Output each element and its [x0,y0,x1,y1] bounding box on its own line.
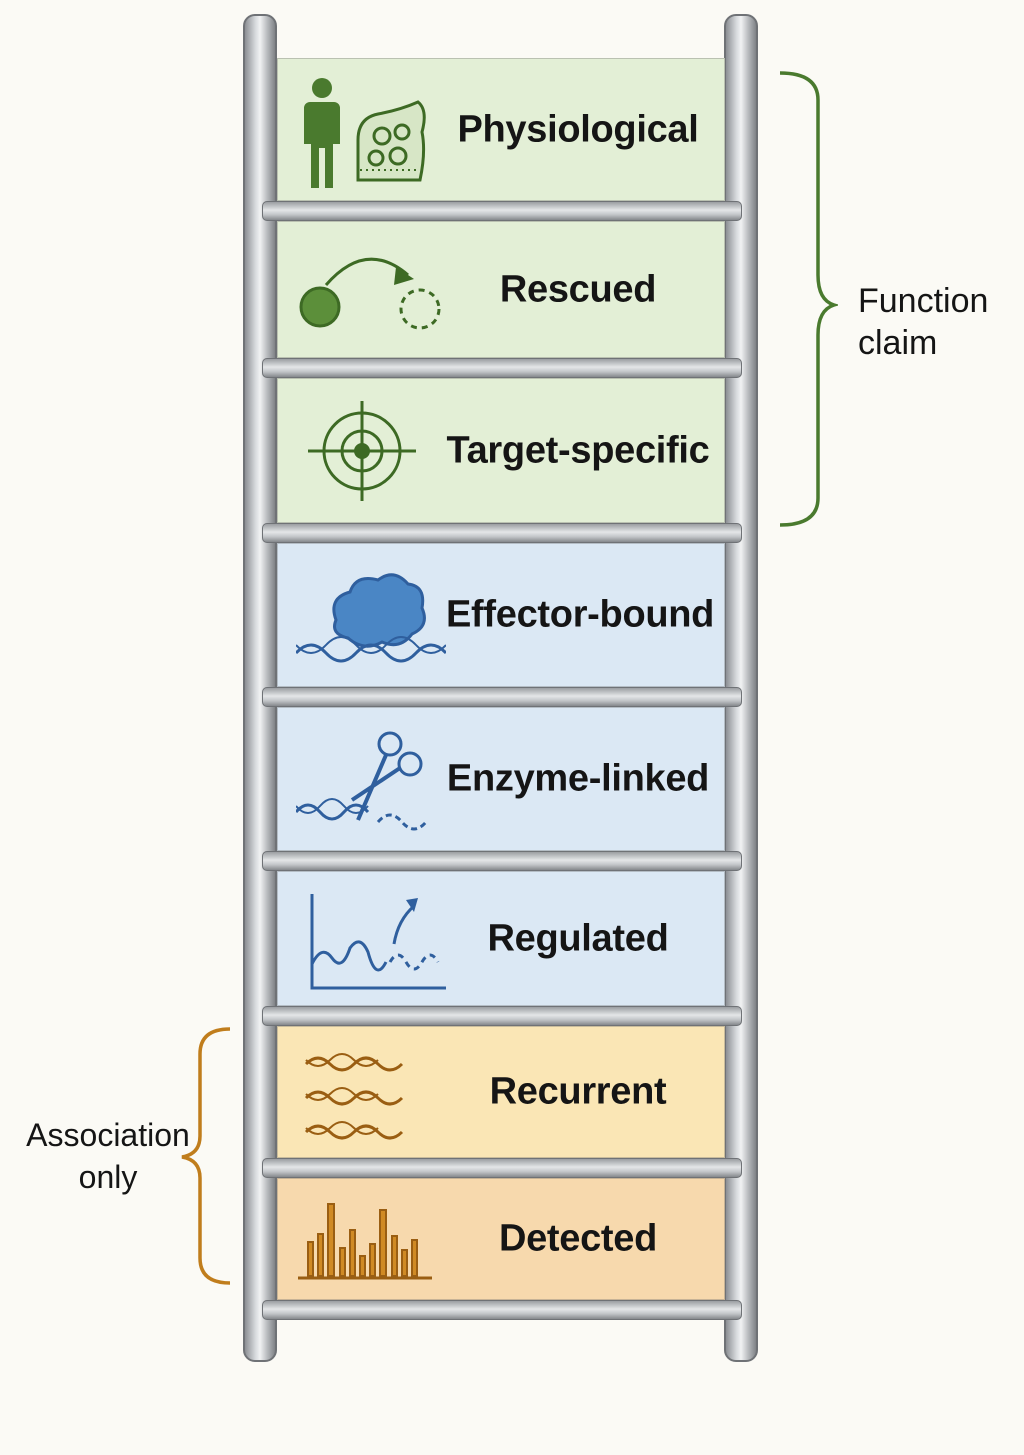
association-only-bracket [181,1027,231,1285]
function-claim-bracket [779,71,838,527]
person-tissue-icon [304,77,426,188]
level-recurrent: Recurrent [277,1026,725,1158]
level-effector-bound: Effector-bound [277,543,725,687]
function-claim-line1: Function [858,282,989,320]
ladder-rung [262,1300,742,1320]
level-enzyme-linked: Enzyme-linked [277,707,725,851]
signal-chart-icon [310,893,446,989]
level-label: Detected [498,1217,658,1260]
ladder-rung [262,1158,742,1178]
function-claim-label: Function claim [858,280,988,364]
association-only-line2: only [78,1159,138,1195]
ladder-rung [262,523,742,543]
level-label: Target-specific [446,429,710,471]
level-physiological: Physiological [277,58,725,201]
ladder-rung [262,687,742,707]
level-label: Enzyme-linked [446,757,710,800]
level-detected: Detected [277,1178,725,1300]
level-label: Rescued [499,268,657,310]
ladder-rung [262,1006,742,1026]
target-crosshair-icon [308,400,416,501]
level-rescued: Rescued [277,221,725,358]
level-label: Recurrent [489,1070,667,1113]
peak-spectrum-icon [298,1203,432,1280]
repeated-strands-icon [304,1053,404,1140]
level-label: Effector-bound [446,593,715,636]
protein-bound-dna-icon [296,573,446,663]
ladder-rung [262,201,742,221]
association-only-line1: Association [26,1117,190,1153]
ladder-rung [262,851,742,871]
function-claim-line2: claim [858,324,938,362]
level-regulated: Regulated [277,871,725,1006]
scissors-dna-icon [296,731,428,831]
level-target-specific: Target-specific [277,378,725,523]
association-only-label: Association only [20,1114,196,1198]
level-label: Regulated [487,917,669,959]
rescue-arrow-icon [299,257,441,329]
ladder-rung [262,358,742,378]
level-label: Physiological [457,108,699,150]
